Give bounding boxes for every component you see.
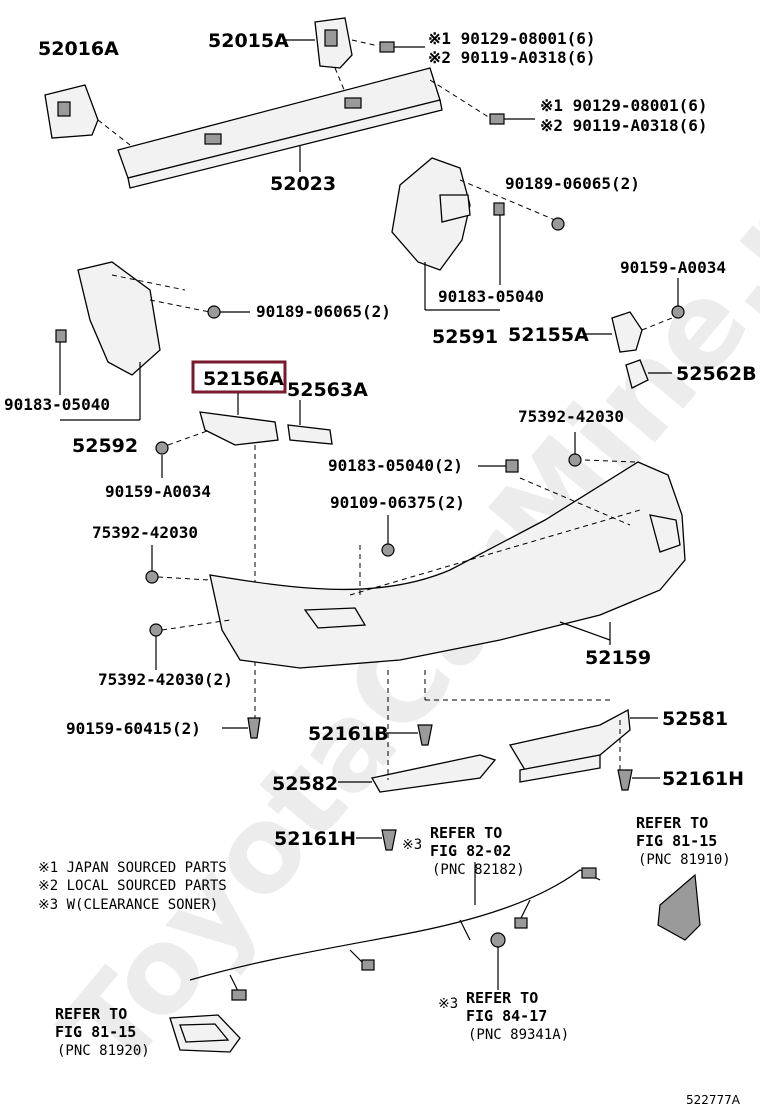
- part-label: 52591: [432, 326, 498, 348]
- part-label: 52562B: [676, 363, 757, 385]
- figure-code: 522777A: [686, 1093, 741, 1107]
- part-label: 90109-06375(2): [330, 493, 465, 512]
- part-label: 52023: [270, 173, 336, 195]
- ref-link[interactable]: FIG 84-17: [466, 1007, 547, 1025]
- part-label: 90183-05040(2): [328, 456, 463, 475]
- part-label: 52161B: [308, 723, 389, 745]
- part-label: 52015A: [208, 30, 289, 52]
- retainer-52592[interactable]: [55, 261, 250, 421]
- part-label: ※1 90129-08001(6): [540, 96, 708, 115]
- bracket-52156a[interactable]: [199, 392, 279, 446]
- bracket-52563a[interactable]: [287, 400, 333, 445]
- ref-pnc: (PNC 82182): [432, 862, 525, 878]
- part-label: 52581: [662, 708, 728, 730]
- ref-link[interactable]: FIG 81-15: [636, 832, 717, 850]
- part-label: 75392-42030(2): [98, 670, 233, 689]
- part-label: 90159-A0034: [620, 258, 726, 277]
- part-label: ※2 90119-A0318(6): [428, 48, 596, 67]
- bolt-icon: [568, 453, 582, 467]
- cover-52582[interactable]: [338, 754, 497, 793]
- footnote: ※1 JAPAN SOURCED PARTS: [38, 860, 227, 876]
- ref-link[interactable]: REFER TO: [466, 989, 538, 1007]
- part-label: 75392-42030: [92, 523, 198, 542]
- ref-mark: ※3: [438, 996, 458, 1012]
- bolt-icon: [149, 623, 163, 637]
- ref-pnc: (PNC 81910): [638, 852, 731, 868]
- ref-link[interactable]: FIG 81-15: [55, 1023, 136, 1041]
- retainer-52591[interactable]: [391, 157, 565, 311]
- part-label-highlighted: 52156A: [203, 368, 284, 390]
- reflector-right[interactable]: [657, 873, 701, 941]
- ref-link[interactable]: FIG 82-02: [430, 842, 511, 860]
- part-label: 52155A: [508, 324, 589, 346]
- part-label: 90183-05040: [4, 395, 110, 414]
- clip-icon: [505, 459, 519, 473]
- part-label: 52563A: [287, 379, 368, 401]
- footnote: ※2 LOCAL SOURCED PARTS: [38, 878, 227, 894]
- part-label: 90189-06065(2): [505, 174, 640, 193]
- ref-link[interactable]: REFER TO: [55, 1005, 127, 1023]
- clip-52155a[interactable]: [611, 278, 685, 353]
- ref-link[interactable]: REFER TO: [636, 814, 708, 832]
- bracket-52015a[interactable]: [314, 17, 379, 93]
- bolt-icon: [145, 570, 159, 584]
- bumper-cover[interactable]: [157, 459, 686, 669]
- part-label: 90159-A0034: [105, 482, 211, 501]
- bolt-icon: [379, 41, 535, 125]
- part-label: 90183-05040: [438, 287, 544, 306]
- highlight-box: [191, 360, 287, 394]
- part-label: 52016A: [38, 38, 119, 60]
- ref-pnc: (PNC 81920): [57, 1043, 150, 1059]
- part-label: 52159: [585, 647, 651, 669]
- pad-52562b[interactable]: [625, 359, 672, 389]
- part-label: 52582: [272, 773, 338, 795]
- wire-harness[interactable]: [189, 862, 601, 1001]
- cover-52581[interactable]: [508, 708, 658, 783]
- part-label: ※1 90129-08001(6): [428, 29, 596, 48]
- part-label: 52592: [72, 435, 138, 457]
- ref-mark: ※3: [402, 837, 422, 853]
- part-label: ※2 90119-A0318(6): [540, 116, 708, 135]
- ref-pnc: (PNC 89341A): [468, 1027, 569, 1043]
- reflector-left[interactable]: [169, 1014, 241, 1053]
- ref-link[interactable]: REFER TO: [430, 824, 502, 842]
- bolt-icon: [155, 441, 169, 455]
- footnote: ※3 W(CLEARANCE SONER): [38, 897, 218, 913]
- part-label: 90189-06065(2): [256, 302, 391, 321]
- part-label: 52161H: [274, 828, 356, 850]
- part-label: 90159-60415(2): [66, 719, 201, 738]
- part-label: 75392-42030: [518, 407, 624, 426]
- part-label: 52161H: [662, 768, 744, 790]
- clip-icon: [247, 717, 660, 851]
- bracket-52016a[interactable]: [44, 84, 131, 146]
- bumper-reinforcement[interactable]: [117, 67, 491, 189]
- bolt-icon: [381, 543, 395, 557]
